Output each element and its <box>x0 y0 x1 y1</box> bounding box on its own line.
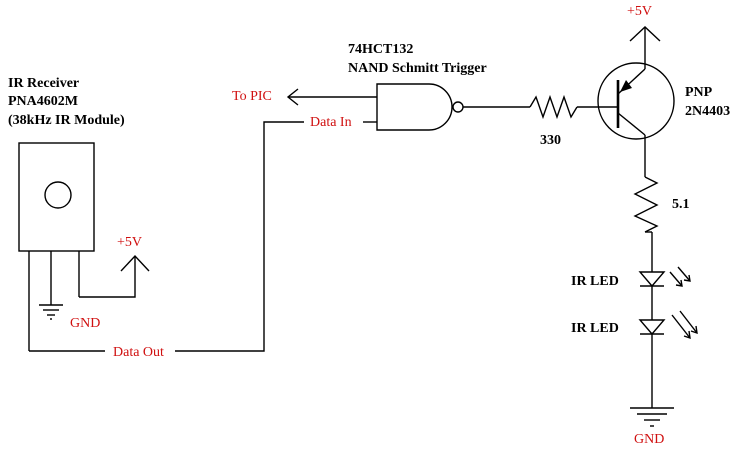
ir-receiver-desc: (38kHz IR Module) <box>8 113 125 128</box>
top-vcc-label: +5V <box>627 4 652 19</box>
nand-gate-body <box>376 83 453 131</box>
data-in-label: Data In <box>310 115 352 130</box>
ir-led-1 <box>638 266 691 288</box>
led1-label: IR LED <box>571 274 619 289</box>
ir-receiver-title: IR Receiver <box>8 76 79 91</box>
receiver-ground-symbol <box>39 304 63 320</box>
led2-label: IR LED <box>571 321 619 336</box>
resistor-5-1 <box>633 176 659 233</box>
ir-receiver-body <box>18 142 95 252</box>
top-vcc-arrow-icon <box>629 26 661 42</box>
nand-schmitt-gate <box>286 83 464 131</box>
data-out-label: Data Out <box>113 345 164 360</box>
resistor-5-1-label: 5.1 <box>672 197 690 212</box>
resistor-330-label: 330 <box>540 133 561 148</box>
gate-desc-label: NAND Schmitt Trigger <box>348 61 487 76</box>
transistor-envelope <box>597 62 675 140</box>
ir-led-2 <box>638 310 698 340</box>
pnp-transistor <box>597 27 675 177</box>
transistor-part-label: 2N4403 <box>685 104 730 119</box>
ir-receiver-module <box>18 142 95 351</box>
transistor-type-label: PNP <box>685 85 713 100</box>
receiver-vcc-arrow <box>79 254 150 298</box>
resistor-330 <box>529 94 578 120</box>
receiver-vcc-label: +5V <box>117 235 142 250</box>
data-wire <box>29 121 377 352</box>
to-pic-label: To PIC <box>232 89 272 104</box>
ir-receiver-lens <box>44 181 72 209</box>
emitter-arrow-icon <box>620 80 632 92</box>
nand-inversion-bubble <box>452 101 464 113</box>
ir-receiver-part: PNA4602M <box>8 94 78 109</box>
bottom-ground-symbol <box>630 407 674 427</box>
gate-part-label: 74HCT132 <box>348 42 413 57</box>
bottom-gnd-label: GND <box>634 432 664 447</box>
receiver-gnd-label: GND <box>70 316 100 331</box>
to-pic-arrow-icon <box>286 88 299 106</box>
